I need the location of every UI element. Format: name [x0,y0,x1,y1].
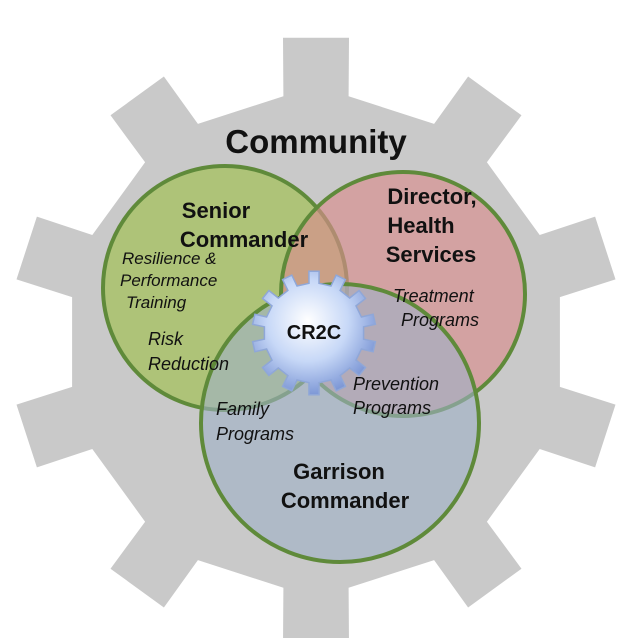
prevention-programs-label: Prevention Programs [353,374,439,418]
senior-commander-line-2: Commander [180,227,309,252]
family-line-1: Family [216,399,270,419]
prevention-line-1: Prevention [353,374,439,394]
director-health-services-label: Director, Health Services [386,184,477,267]
treatment-programs-label: Treatment Programs [393,286,479,330]
family-programs-label: Family Programs [216,399,294,444]
resilience-line-2: Performance [120,271,217,290]
family-line-2: Programs [216,424,294,444]
gear-center-icon [251,270,377,396]
garrison-line-1: Garrison [293,459,385,484]
treatment-line-2: Programs [401,310,479,330]
treatment-line-1: Treatment [393,286,475,306]
senior-commander-line-1: Senior [182,198,251,223]
resilience-line-3: Training [126,293,187,312]
senior-commander-label: Senior Commander [180,198,309,252]
prevention-line-2: Programs [353,398,431,418]
director-line-1: Director, [387,184,476,209]
garrison-commander-label: Garrison Commander [281,459,410,513]
resilience-line-1: Resilience & [122,249,217,268]
director-line-2: Health [387,213,454,238]
garrison-line-2: Commander [281,488,410,513]
center-label: CR2C [287,322,341,344]
risk-line-1: Risk [148,329,184,349]
risk-reduction-label: Risk Reduction [148,329,229,374]
community-label: Community [225,123,407,160]
resilience-program-label: Resilience & Performance Training [120,249,217,312]
risk-line-2: Reduction [148,354,229,374]
director-line-3: Services [386,242,477,267]
